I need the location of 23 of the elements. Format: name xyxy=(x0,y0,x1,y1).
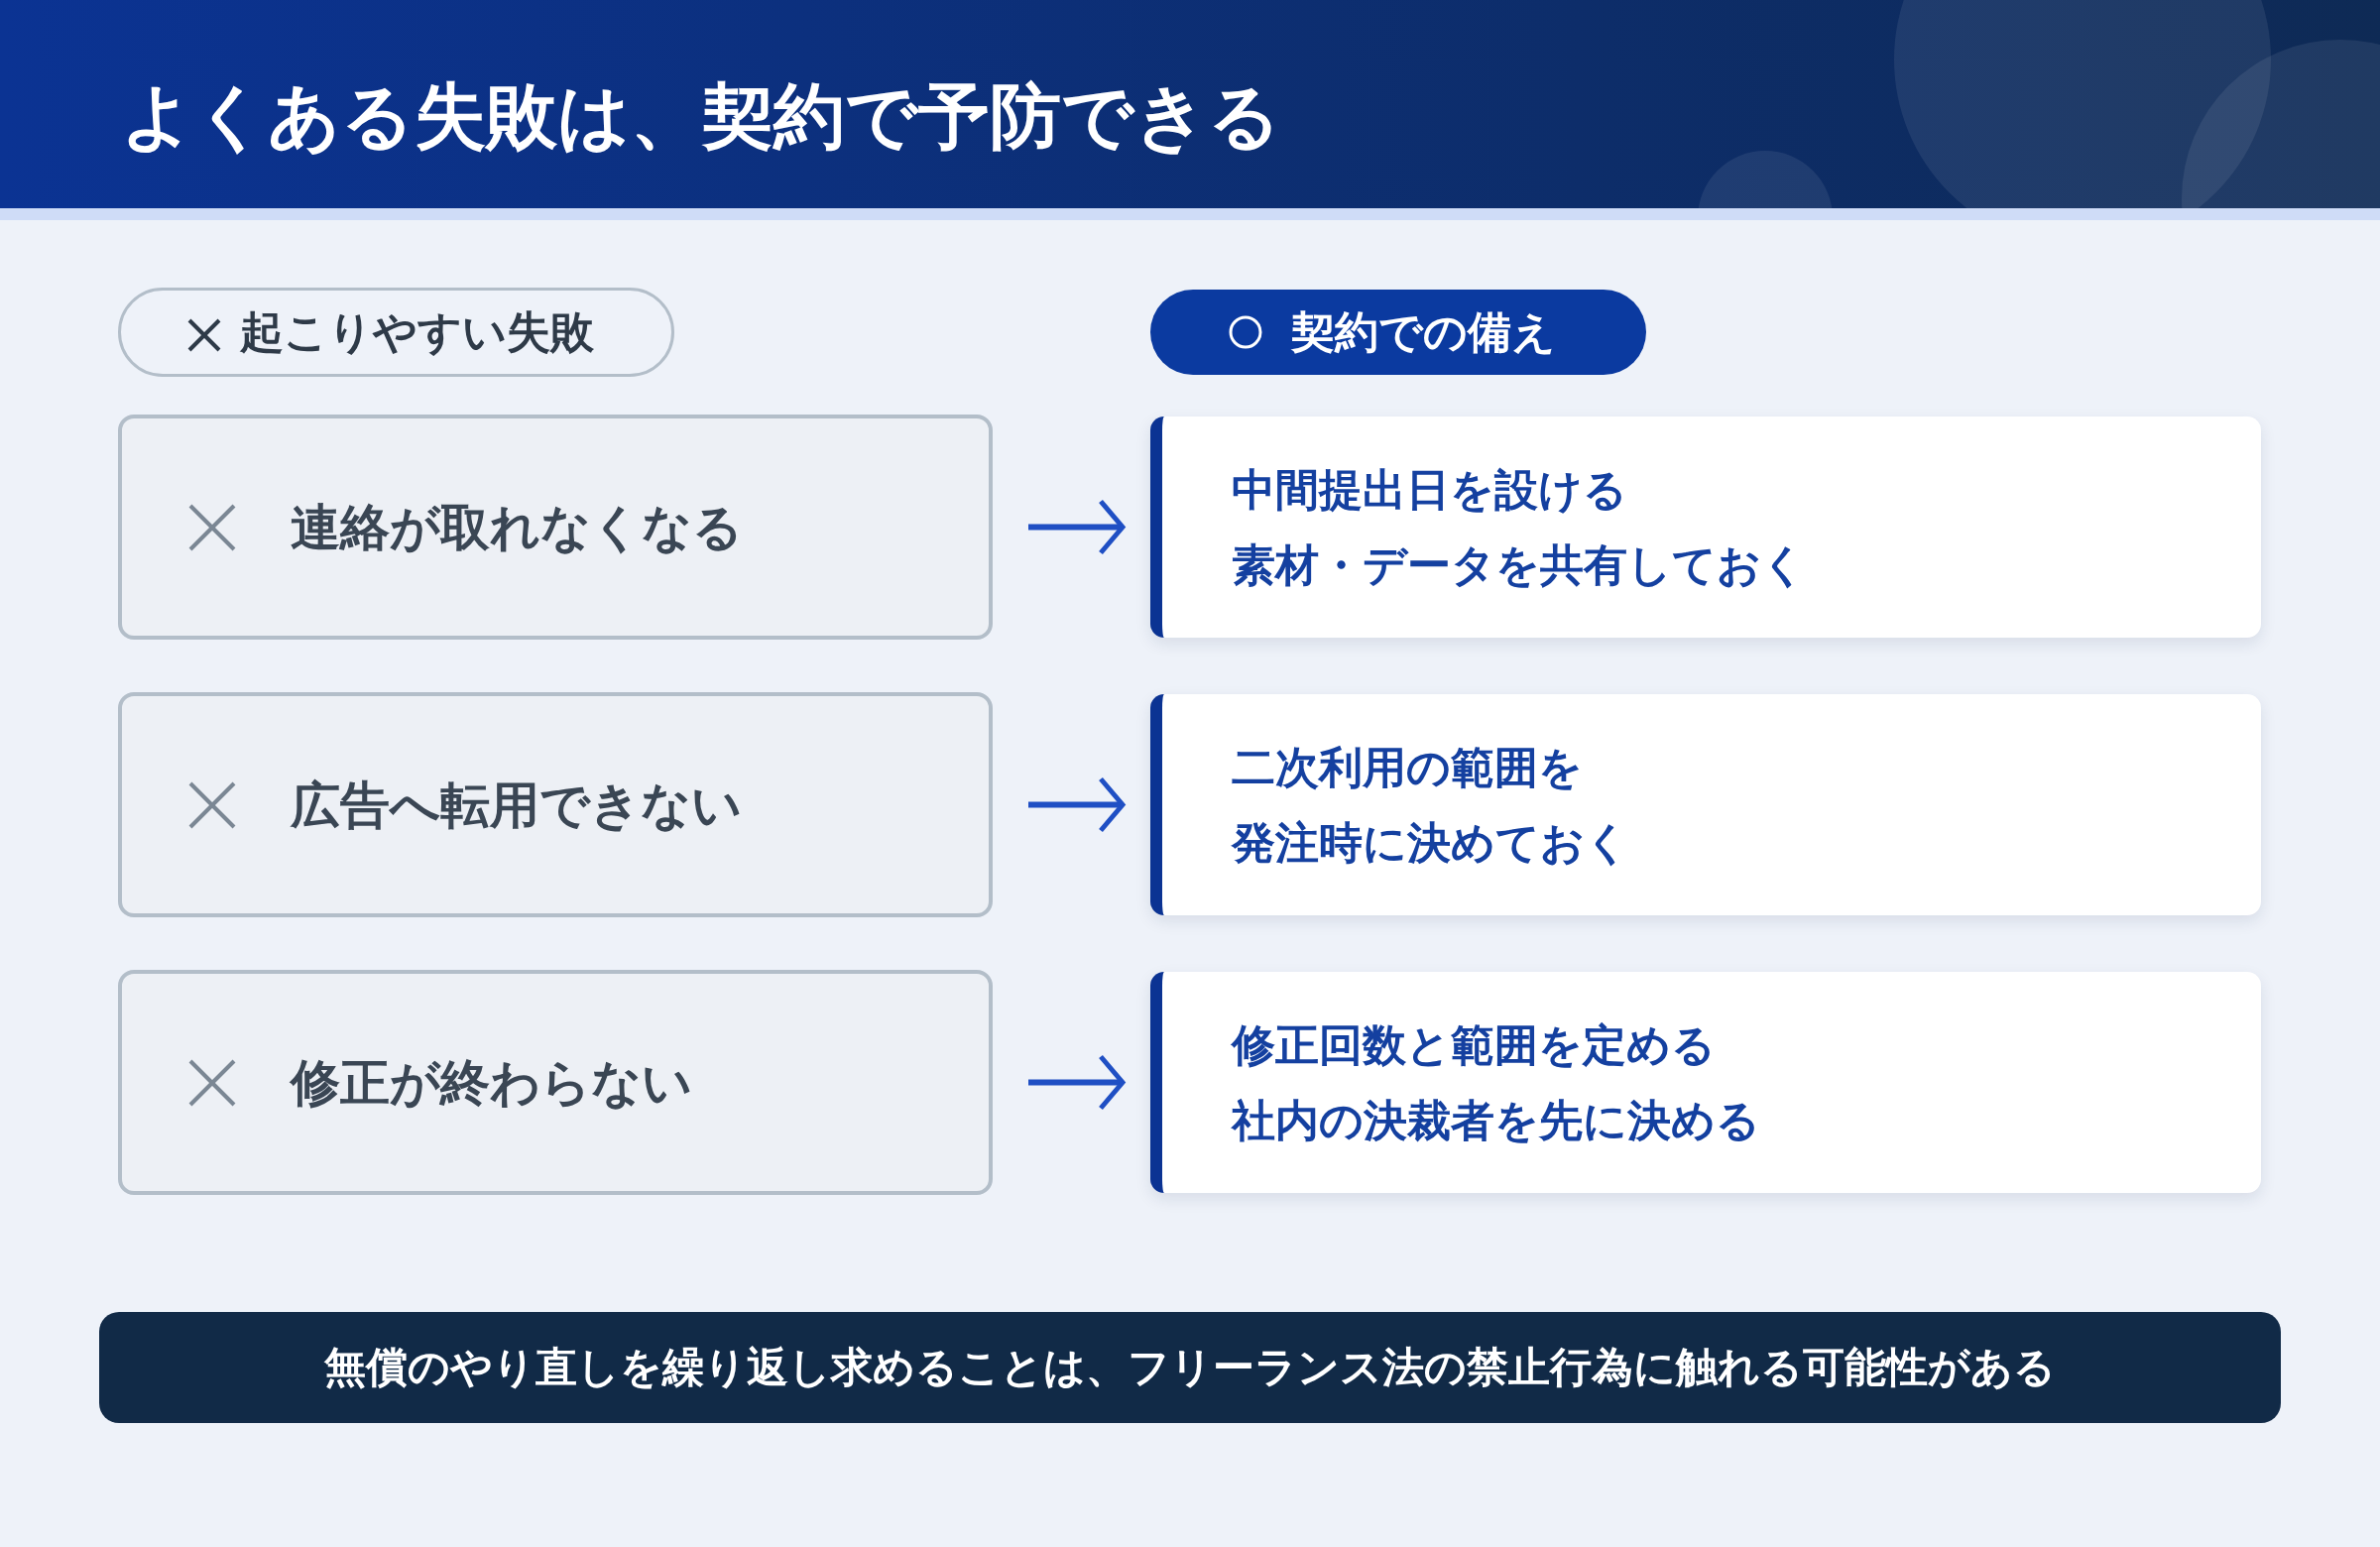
solution-card xyxy=(1150,972,2261,1193)
category-label: 起こりやすい失敗 xyxy=(240,305,594,359)
failure-box xyxy=(118,692,993,917)
solution-text: 社内の決裁者を先に決める xyxy=(1232,1093,1760,1147)
solution-text: 修正回数と範囲を定める xyxy=(1232,1017,1716,1072)
failure-box xyxy=(118,970,993,1195)
note-banner xyxy=(99,1312,2281,1423)
note-text: 無償のやり直しを繰り返し求めることは、フリーランス法の禁止行為に触れる可能性がある xyxy=(324,1342,2056,1393)
solution-text: 中間提出日を設ける xyxy=(1232,462,1627,517)
solution-card xyxy=(1150,416,2261,638)
arrow xyxy=(1028,1054,1126,1111)
failure-text: 連絡が取れなくなる xyxy=(291,497,743,557)
category-label: 契約での備え xyxy=(1291,305,1556,359)
arrow xyxy=(1028,499,1126,555)
arrow xyxy=(1028,776,1126,833)
solution-text: 二次利用の範囲を xyxy=(1232,740,1583,794)
failure-box xyxy=(118,415,993,640)
solution-text: 発注時に決めておく xyxy=(1232,815,1629,870)
failure-text: 広告へ転用できない xyxy=(291,774,742,835)
failure-text: 修正が終わらない xyxy=(291,1052,692,1113)
solution-card xyxy=(1150,694,2261,915)
solution-text: 素材・データを共有しておく xyxy=(1232,537,1806,592)
title: よくある失敗は、契約で予防できる xyxy=(121,73,1281,160)
